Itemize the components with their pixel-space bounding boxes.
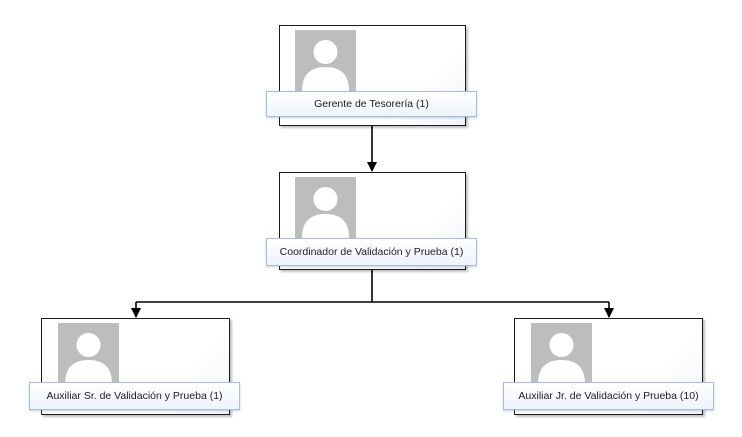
org-node-title: Auxiliar Sr. de Validación y Prueba (1) (29, 382, 240, 410)
org-node-title: Gerente de Tesorería (1) (266, 91, 477, 117)
org-node-title: Coordinador de Validación y Prueba (1) (266, 238, 477, 266)
person-placeholder-icon (295, 30, 356, 91)
person-placeholder-icon (531, 323, 592, 384)
org-node-title: Auxiliar Jr. de Validación y Prueba (10) (503, 382, 714, 410)
person-placeholder-icon (58, 323, 119, 384)
person-placeholder-icon (295, 177, 356, 238)
